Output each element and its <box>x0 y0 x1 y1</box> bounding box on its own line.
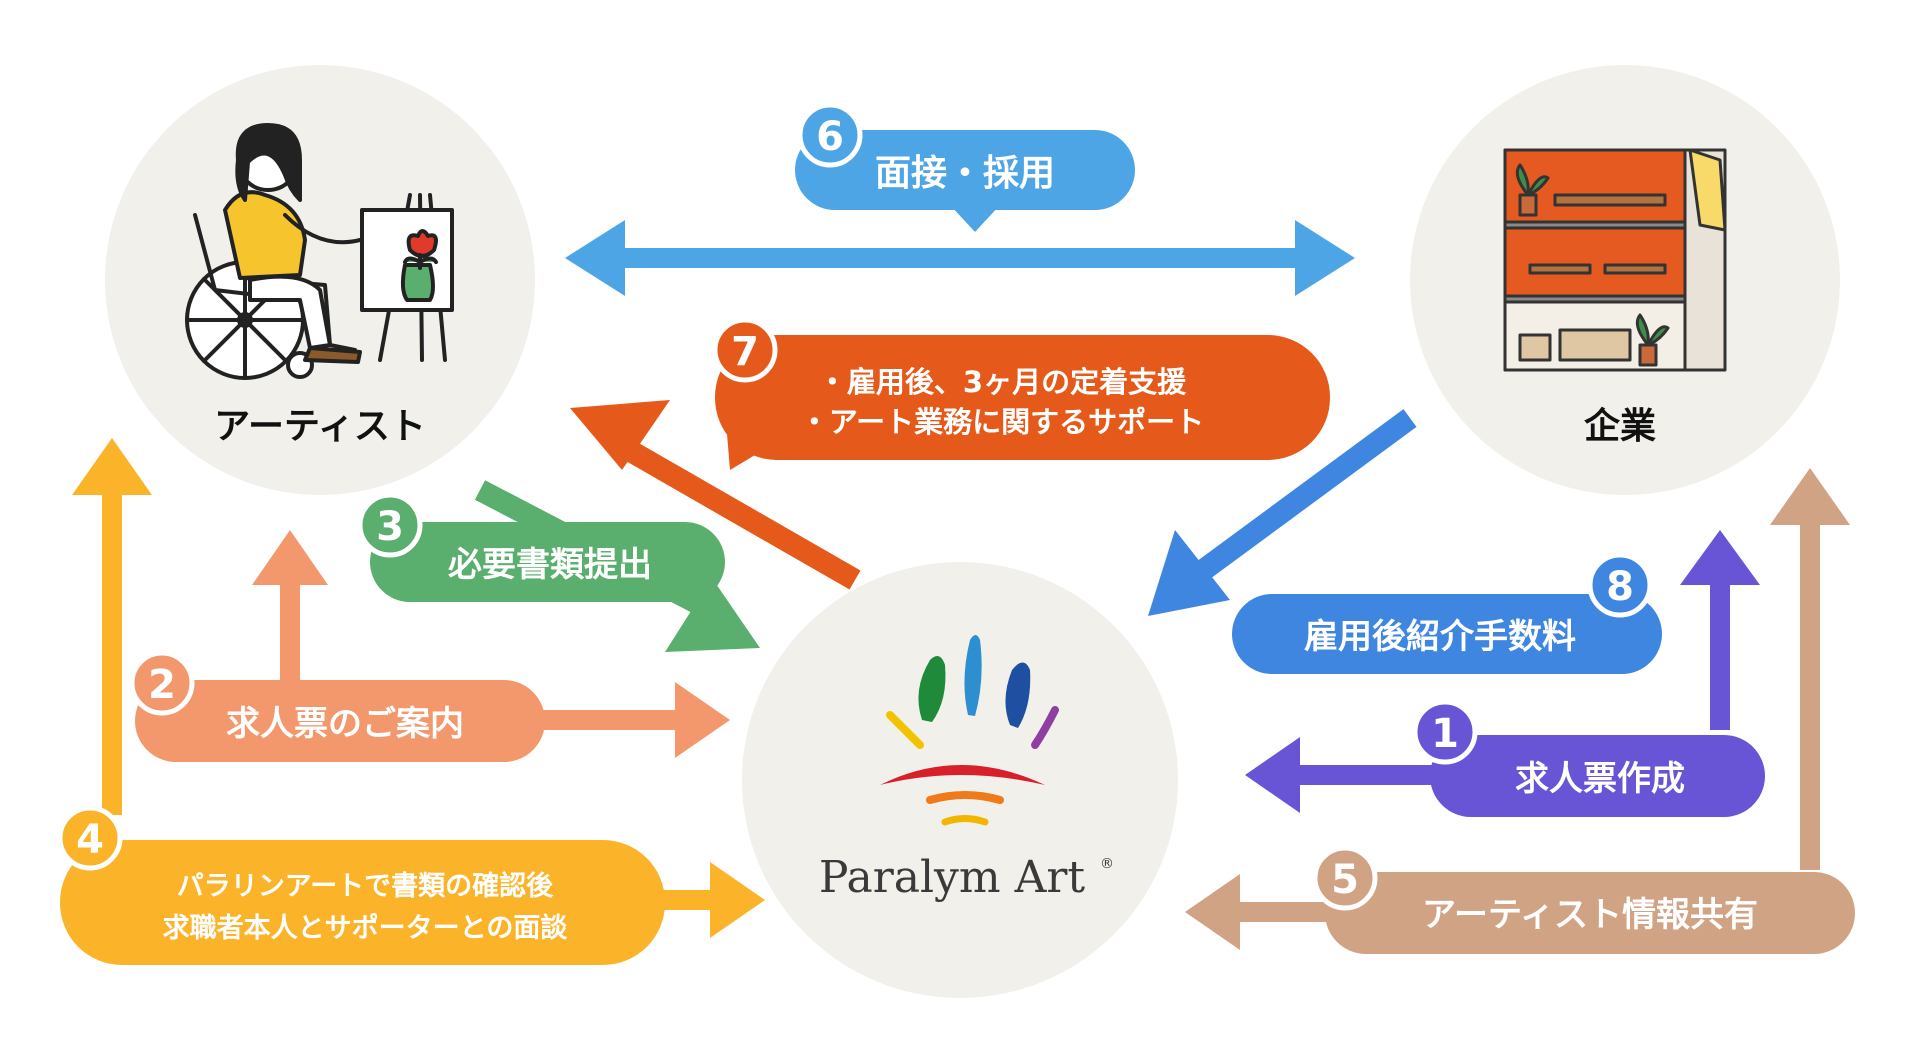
step-3-pill: 必要書類提出 <box>370 522 725 602</box>
step-1-pill: 求人票作成 <box>1430 735 1765 817</box>
step-2-text: 求人票のご案内 <box>226 704 464 744</box>
badge-step-4: 4 <box>57 805 123 871</box>
step-8-pill: 雇用後紹介手数料 <box>1232 594 1662 674</box>
badge-step-6-number: 6 <box>816 114 844 160</box>
step-7-line-2: ・アート業務に関するサポート <box>800 405 1204 439</box>
paralym-art-logo <box>880 635 1059 826</box>
step-6-text: 面接・採用 <box>875 153 1055 194</box>
step-7-line-1: ・雇用後、3ヶ月の定着支援 <box>818 365 1187 399</box>
logo-wordmark: Paralym Art <box>819 852 1086 903</box>
badge-step-6: 6 <box>797 102 863 168</box>
arrow-step-4 <box>72 438 765 938</box>
step-3-text: 必要書類提出 <box>448 545 652 585</box>
badge-step-3-number: 3 <box>376 504 404 550</box>
arrow-step-5 <box>1185 468 1850 950</box>
step-4-pill: パラリンアートで書類の確認後 求職者本人とサポーターとの面談 <box>60 840 665 965</box>
step-1-text: 求人票作成 <box>1515 759 1685 799</box>
arrow-step-2 <box>252 530 730 758</box>
arrow-step-1 <box>1245 530 1760 813</box>
step-2-pill: 求人票のご案内 <box>135 680 545 762</box>
arrow-step-8 <box>1148 409 1417 616</box>
step-5-pill: アーティスト情報共有 <box>1325 872 1855 954</box>
center-circle <box>742 562 1178 998</box>
badge-step-7: 7 <box>712 317 778 383</box>
artist-circle <box>105 65 535 495</box>
badge-step-4-number: 4 <box>76 817 104 863</box>
badge-step-5: 5 <box>1312 845 1378 911</box>
step-8-text: 雇用後紹介手数料 <box>1304 617 1576 657</box>
badge-step-3: 3 <box>357 492 423 558</box>
step-5-text: アーティスト情報共有 <box>1422 895 1758 935</box>
logo-registered-mark: ® <box>1100 856 1114 872</box>
step-6-pill: 面接・採用 <box>795 130 1135 232</box>
arrow-step-7 <box>570 400 861 590</box>
badge-step-8: 8 <box>1587 552 1653 618</box>
company-illustration <box>1503 148 1727 372</box>
badge-step-2-number: 2 <box>148 662 176 708</box>
arrow-step-6 <box>565 220 1355 296</box>
step-4-line-2: 求職者本人とサポーターとの面談 <box>163 912 569 944</box>
badge-step-2: 2 <box>129 650 195 716</box>
badge-step-1: 1 <box>1412 699 1478 765</box>
badge-step-8-number: 8 <box>1606 564 1634 610</box>
artist-label: アーティスト <box>214 406 426 447</box>
step-7-pill: ・雇用後、3ヶ月の定着支援 ・アート業務に関するサポート <box>715 335 1330 470</box>
artist-illustration <box>185 123 454 380</box>
step-4-line-1: パラリンアートで書類の確認後 <box>177 870 554 902</box>
badge-step-1-number: 1 <box>1431 711 1459 757</box>
company-label: 企業 <box>1584 405 1656 447</box>
badge-step-5-number: 5 <box>1331 857 1359 903</box>
badge-step-7-number: 7 <box>731 329 759 375</box>
